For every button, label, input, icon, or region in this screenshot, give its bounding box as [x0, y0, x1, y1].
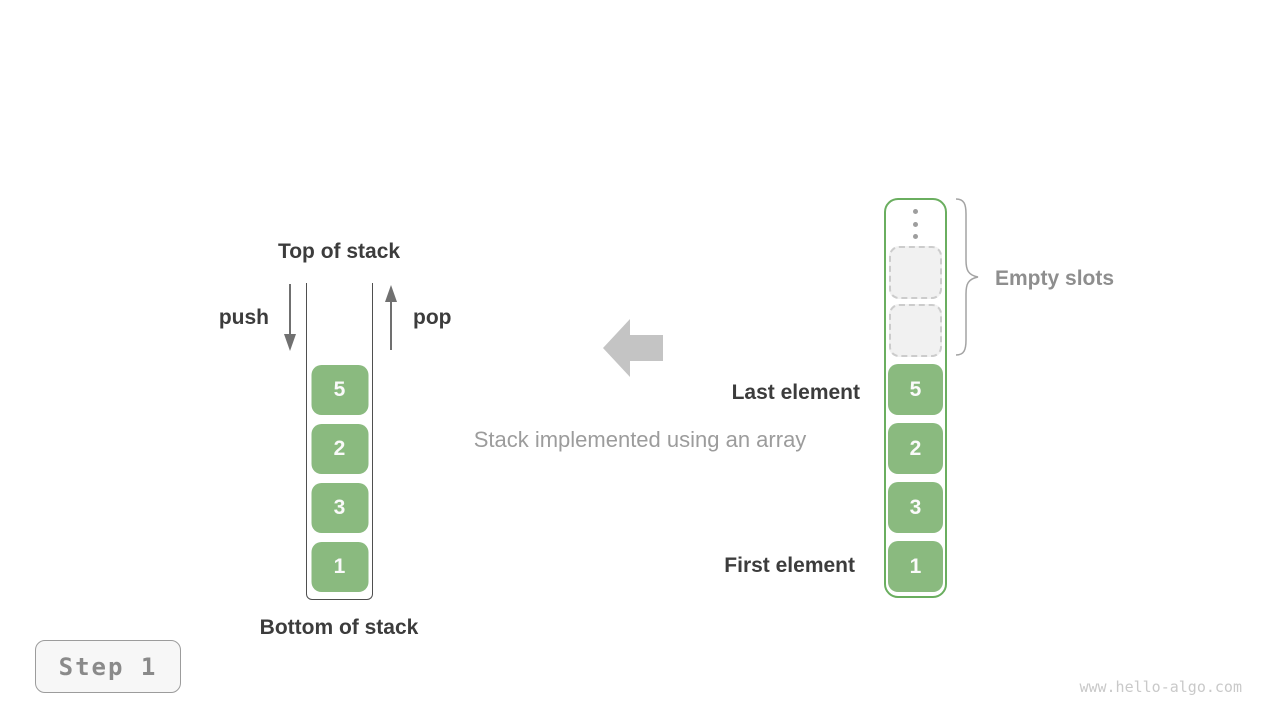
- stack-cell: 2: [311, 424, 368, 474]
- array-cell: 1: [888, 541, 943, 592]
- top-of-stack-label: Top of stack: [277, 240, 401, 263]
- curly-brace-icon: [955, 198, 979, 356]
- stack-cell: 1: [311, 542, 368, 592]
- first-element-label: First element: [724, 554, 855, 577]
- array-cell: 3: [888, 482, 943, 533]
- dot: [913, 209, 918, 214]
- bottom-of-stack-label: Bottom of stack: [259, 616, 419, 639]
- stack-cell: 3: [311, 483, 368, 533]
- diagram-caption: Stack implemented using an array: [473, 427, 807, 452]
- empty-slots-label: Empty slots: [995, 267, 1115, 290]
- array-cell: 2: [888, 423, 943, 474]
- push-label: push: [218, 306, 269, 329]
- pop-arrow-up-icon: [385, 285, 397, 350]
- array-cell: 5: [888, 364, 943, 415]
- stack-cell: 5: [311, 365, 368, 415]
- stack-cells: 5 2 3 1: [311, 365, 368, 592]
- watermark: www.hello-algo.com: [1079, 678, 1242, 696]
- step-badge-label: Step 1: [58, 652, 158, 681]
- step-badge: Step 1: [35, 640, 181, 693]
- vertical-dots-icon: [913, 209, 918, 239]
- big-left-arrow-icon: [603, 319, 663, 377]
- stack-container: 5 2 3 1: [306, 283, 373, 600]
- dot: [913, 234, 918, 239]
- array-container: 5 2 3 1: [884, 198, 947, 598]
- pop-label: pop: [413, 306, 452, 329]
- empty-slot: [889, 304, 942, 357]
- push-arrow-down-icon: [284, 284, 296, 351]
- last-element-label: Last element: [731, 381, 860, 404]
- empty-slots: [889, 246, 942, 357]
- empty-slot: [889, 246, 942, 299]
- array-cells: 5 2 3 1: [888, 364, 943, 592]
- dot: [913, 221, 918, 227]
